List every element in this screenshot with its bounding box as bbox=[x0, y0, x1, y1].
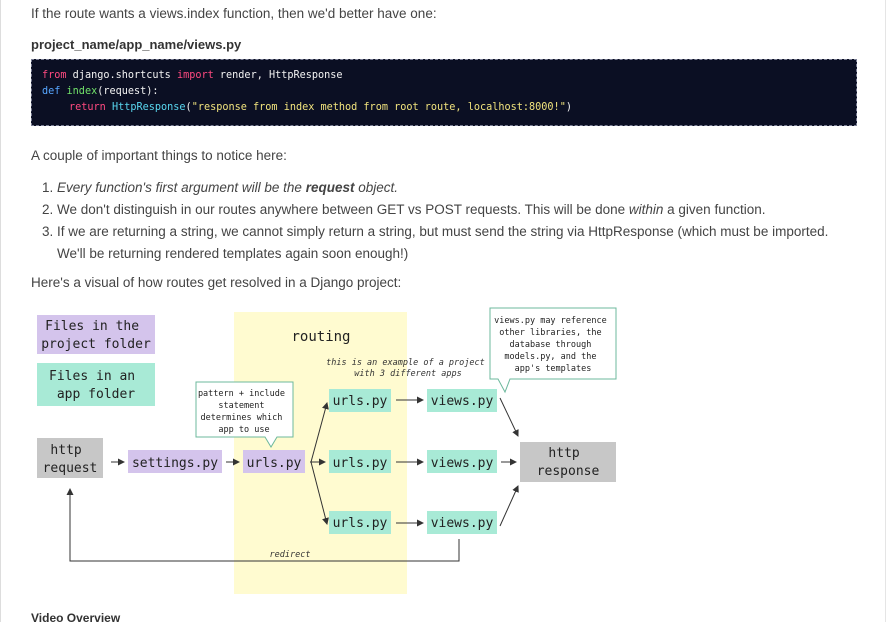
views-note-line: other libraries, the bbox=[499, 328, 601, 338]
include-note-line: app to use bbox=[218, 425, 269, 435]
routing-label: routing bbox=[291, 329, 350, 345]
views-note: views.py may reference other libraries, … bbox=[494, 316, 612, 374]
visual-intro-text: Here's a visual of how routes get resolv… bbox=[31, 275, 402, 290]
list-item: If we are returning a string, we cannot … bbox=[57, 221, 847, 265]
views-note-line: app's templates bbox=[515, 364, 592, 374]
code-text: django.shortcuts bbox=[66, 70, 177, 81]
notes-list: Every function's first argument will be … bbox=[31, 177, 847, 265]
include-callout bbox=[195, 381, 294, 448]
legend-project-box bbox=[37, 315, 155, 354]
list-item-text: object. bbox=[354, 180, 398, 195]
views-callout bbox=[489, 307, 617, 394]
http-request-line: http bbox=[50, 443, 81, 458]
arrow-views3-to-response bbox=[499, 485, 519, 527]
code-keyword: return bbox=[69, 102, 106, 113]
code-line-3: return HttpResponse("response from index… bbox=[69, 102, 572, 113]
code-text: render, HttpResponse bbox=[213, 70, 343, 81]
app-views-box-3 bbox=[427, 511, 497, 534]
content-border-left bbox=[0, 0, 1, 622]
legend-project-line: Files in the bbox=[45, 319, 139, 334]
route-resolution-diagram: routing Files in the project folder File… bbox=[37, 307, 617, 594]
app-urls-label-2: urls.py bbox=[333, 456, 388, 471]
legend-project-line: project folder bbox=[41, 337, 151, 352]
project-urls-label: urls.py bbox=[247, 456, 302, 471]
legend-app-label: Files in an app folder bbox=[49, 369, 143, 402]
intro-text: If the route wants a views.index functio… bbox=[31, 6, 437, 21]
example-note-line: with 3 different apps bbox=[354, 369, 461, 379]
code-text: ) bbox=[565, 102, 572, 113]
redirect-label: redirect bbox=[270, 550, 311, 560]
code-string: "response from index method from root ro… bbox=[191, 102, 566, 113]
code-block: from django.shortcuts import render, Htt… bbox=[31, 59, 857, 126]
http-response-line: http bbox=[548, 446, 579, 461]
settings-label: settings.py bbox=[132, 456, 218, 471]
notice-text: A couple of important things to notice h… bbox=[31, 148, 287, 163]
list-item-text: a given function. bbox=[663, 202, 766, 217]
http-request-line: request bbox=[43, 461, 98, 476]
http-response-label: http response bbox=[537, 446, 600, 479]
app-urls-box-1 bbox=[329, 389, 391, 412]
app-views-label-1: views.py bbox=[431, 394, 494, 409]
include-note-line: determines which bbox=[200, 413, 282, 423]
arrow-urls-to-app1 bbox=[310, 402, 329, 463]
app-views-box-2 bbox=[427, 450, 497, 473]
list-item-text: Every function's first argument will be … bbox=[57, 180, 306, 195]
legend-project-label: Files in the project folder bbox=[41, 319, 151, 352]
list-item-text: We don't distinguish in our routes anywh… bbox=[57, 202, 629, 217]
http-response-line: response bbox=[537, 464, 600, 479]
app-views-label-3: views.py bbox=[431, 516, 494, 531]
views-note-line: models.py, and the bbox=[504, 352, 596, 362]
code-line-2: def index(request): bbox=[42, 86, 159, 97]
code-line-1: from django.shortcuts import render, Htt… bbox=[42, 70, 343, 81]
list-item-text: If we are returning a string, we cannot … bbox=[57, 224, 829, 261]
code-keyword: def bbox=[42, 86, 61, 97]
list-item-emphasis: within bbox=[628, 202, 664, 217]
code-class-name: HttpResponse bbox=[105, 102, 186, 113]
app-urls-label-3: urls.py bbox=[333, 516, 388, 531]
include-note: pattern + include statement determines w… bbox=[198, 389, 290, 435]
code-keyword: from bbox=[42, 70, 67, 81]
app-urls-box-2 bbox=[329, 450, 391, 473]
video-overview-heading: Video Overview bbox=[31, 611, 121, 625]
project-urls-box bbox=[243, 450, 305, 473]
include-note-line: pattern + include bbox=[198, 389, 285, 399]
arrow-views1-to-response bbox=[499, 397, 519, 437]
app-urls-box-3 bbox=[329, 511, 391, 534]
flow-arrows bbox=[66, 396, 519, 562]
content-border-right bbox=[885, 0, 886, 622]
http-response-box bbox=[520, 442, 616, 482]
http-request-label: http request bbox=[43, 443, 98, 476]
code-keyword: import bbox=[176, 70, 214, 81]
redirect-arrow bbox=[66, 488, 460, 562]
app-urls-label-1: urls.py bbox=[333, 394, 388, 409]
code-text: ( bbox=[185, 102, 192, 113]
arrow-urls-to-app3 bbox=[310, 461, 329, 525]
code-function-name: index bbox=[60, 86, 98, 97]
settings-box bbox=[128, 450, 222, 473]
legend-app-line: Files in an bbox=[49, 369, 135, 384]
example-note-line: this is an example of a project bbox=[326, 358, 485, 368]
views-note-line: views.py may reference bbox=[494, 316, 607, 326]
list-item: Every function's first argument will be … bbox=[57, 177, 847, 199]
http-request-box bbox=[37, 438, 103, 478]
file-path-heading: project_name/app_name/views.py bbox=[31, 37, 242, 52]
legend-app-box bbox=[37, 363, 155, 406]
code-text: (request): bbox=[97, 86, 159, 97]
list-item-emphasis: request bbox=[305, 180, 355, 195]
legend-app-line: app folder bbox=[57, 387, 135, 402]
views-note-line: database through bbox=[509, 340, 591, 350]
example-note: this is an example of a project with 3 d… bbox=[326, 358, 490, 379]
app-views-box-1 bbox=[427, 389, 497, 412]
include-note-line: statement bbox=[218, 401, 264, 411]
app-views-label-2: views.py bbox=[431, 456, 494, 471]
list-item: We don't distinguish in our routes anywh… bbox=[57, 199, 847, 221]
